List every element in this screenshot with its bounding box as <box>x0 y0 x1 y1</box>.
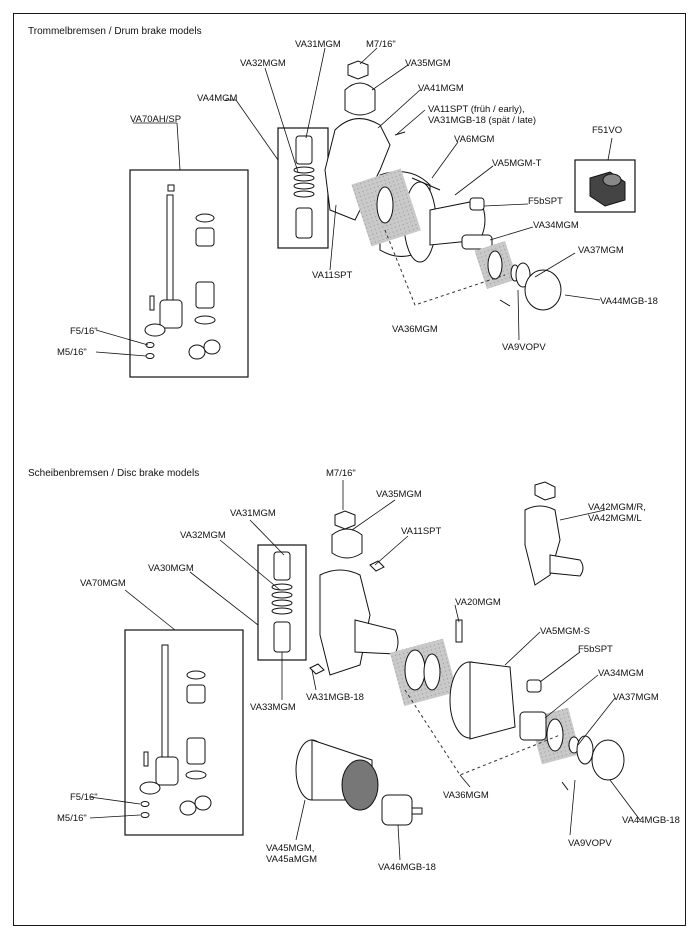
label-va11spt-drum: VA11SPT <box>312 270 353 281</box>
stub-axle-disc <box>309 510 399 676</box>
label-va30mgm: VA30MGM <box>148 563 194 574</box>
label-m5-16-drum: M5/16" <box>57 347 87 358</box>
label-f5-16-drum: F5/16" <box>70 326 98 337</box>
wheel-nut-box <box>574 159 636 213</box>
kingpin-disc <box>139 644 179 818</box>
label-va44mgb-18-drum: VA44MGB-18 <box>600 296 658 307</box>
springs-disc <box>271 551 293 653</box>
hub-disc <box>404 619 625 791</box>
label-va34mgm-disc: VA34MGM <box>598 668 644 679</box>
label-va33mgm: VA33MGM <box>250 702 296 713</box>
label-va44mgb-18-disc: VA44MGB-18 <box>622 815 680 826</box>
label-va9vopv-disc: VA9VOPV <box>568 838 612 849</box>
springs-drum <box>293 135 315 239</box>
bearing-link-drum <box>384 229 506 306</box>
wheel-nut <box>589 171 626 207</box>
label-va9vopv-drum: VA9VOPV <box>502 342 546 353</box>
bushes-disc <box>179 670 212 816</box>
label-va45amgm-line2: VA45aMGM <box>266 854 318 865</box>
label-va70ah-sp: VA70AH/SP <box>130 114 182 125</box>
label-va4mgm-drum: VA4MGM <box>197 93 238 104</box>
label-va31mgb-late: VA31MGB-18 (spät / late) <box>428 115 537 126</box>
label-va11spt-disc: VA11SPT <box>401 526 442 537</box>
label-va5mgm-s: VA5MGM-S <box>540 626 590 637</box>
label-va11spt-early-late: VA11SPT (früh / early), VA31MGB-18 (spät… <box>428 104 536 126</box>
label-va34mgm-drum: VA34MGM <box>533 220 579 231</box>
label-va70mgm: VA70MGM <box>80 578 126 589</box>
label-f5-16-disc: F5/16" <box>70 792 98 803</box>
label-va36mgm-disc: VA36MGM <box>443 790 489 801</box>
label-f5bspt-drum: F5bSPT <box>528 196 563 207</box>
label-va32mgm-drum: VA32MGM <box>240 58 286 69</box>
label-va42mgm-disc: VA42MGM/R, VA42MGM/L <box>588 502 646 524</box>
label-va45mgm-line1: VA45MGM, <box>266 843 315 854</box>
label-va42mgm-r: VA42MGM/R, <box>588 502 646 513</box>
label-m5-16-disc: M5/16" <box>57 813 87 824</box>
label-va45mgm: VA45MGM, VA45aMGM <box>266 843 317 865</box>
leader-lines-drum <box>95 47 613 357</box>
label-va11spt-early: VA11SPT (früh / early), <box>428 104 525 115</box>
label-va32mgm-disc: VA32MGM <box>180 530 226 541</box>
label-va37mgm-disc: VA37MGM <box>613 692 659 703</box>
kingpin-kit-box-disc <box>124 629 244 836</box>
label-va5mgm-t: VA5MGM-T <box>492 158 542 169</box>
label-va31mgm-drum: VA31MGM <box>295 39 341 50</box>
label-m7-16-drum: M7/16" <box>366 39 396 50</box>
section-title-disc: Scheibenbremsen / Disc brake models <box>28 468 200 479</box>
label-va31mgm-disc: VA31MGM <box>230 508 276 519</box>
label-va36mgm-drum: VA36MGM <box>392 324 438 335</box>
label-va42mgm-l: VA42MGM/L <box>588 513 642 524</box>
page-border <box>13 13 686 926</box>
label-va37mgm-drum: VA37MGM <box>578 245 624 256</box>
bushes-drum <box>188 213 221 360</box>
kingpin-drum <box>144 184 183 359</box>
label-va20mgm: VA20MGM <box>455 597 501 608</box>
label-f51vo: F51VO <box>592 125 623 136</box>
drive-flange <box>295 739 423 826</box>
label-va31mgb-18-disc: VA31MGB-18 <box>306 692 364 703</box>
bearings-drum <box>376 186 562 311</box>
label-va6mgm: VA6MGM <box>454 134 495 145</box>
kingpin-kit-box-drum <box>129 169 249 378</box>
leader-lines-disc <box>89 480 641 861</box>
label-f5bspt-disc: F5bSPT <box>578 644 613 655</box>
label-va35mgm-disc: VA35MGM <box>376 489 422 500</box>
label-va35mgm-drum: VA35MGM <box>405 58 451 69</box>
steering-arm-disc <box>524 481 584 586</box>
label-m7-16-disc: M7/16" <box>326 468 356 479</box>
label-va41mgm-drum: VA41MGM <box>418 83 464 94</box>
label-va46mgb-18: VA46MGB-18 <box>378 862 436 873</box>
section-title-drum: Trommelbremsen / Drum brake models <box>28 26 202 37</box>
